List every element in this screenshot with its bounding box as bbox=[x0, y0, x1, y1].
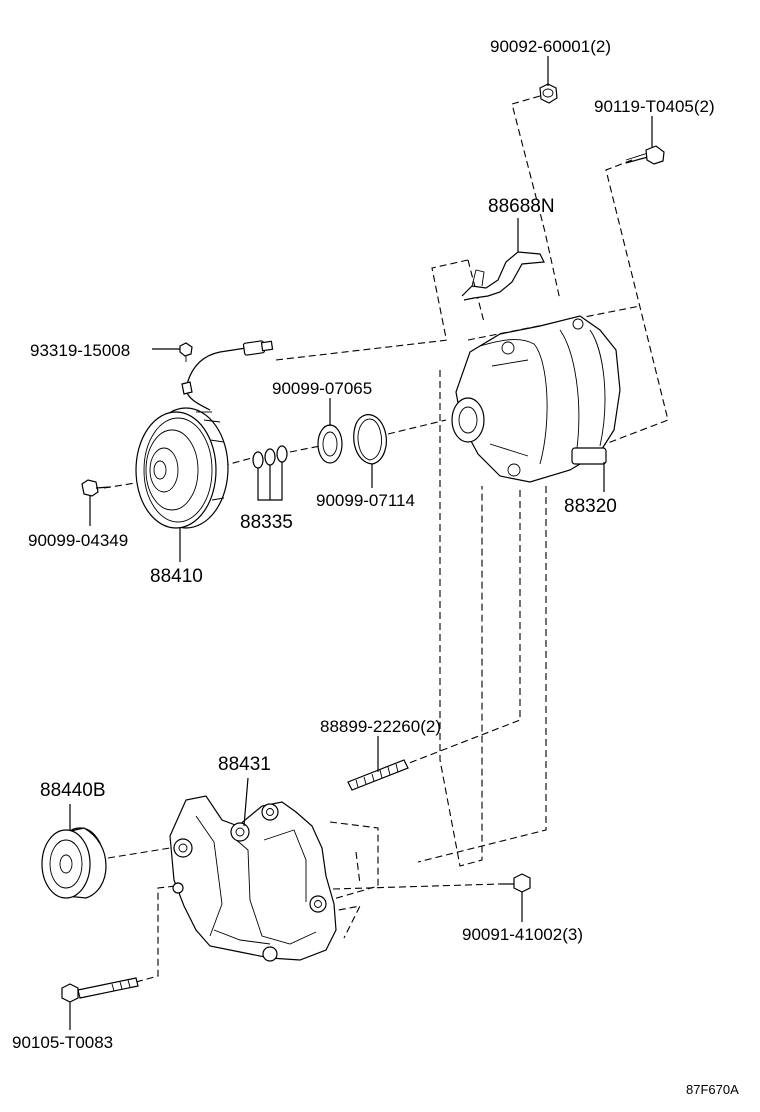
shims-88335 bbox=[252, 445, 288, 469]
label-90105-T0083: 90105-T0083 bbox=[12, 1033, 113, 1052]
label-90092-60001: 90092-60001(2) bbox=[490, 37, 611, 56]
bolt-90099-04349 bbox=[81, 479, 111, 497]
assembly-dashed-lines bbox=[103, 95, 669, 983]
label-90119-T0405: 90119-T0405(2) bbox=[594, 97, 715, 116]
mounting-bracket-88431 bbox=[169, 795, 337, 962]
label-88320: 88320 bbox=[564, 496, 617, 517]
clutch-pulley-88410 bbox=[135, 407, 229, 529]
label-90099-07114: 90099-07114 bbox=[316, 491, 415, 510]
sensor-wire bbox=[181, 340, 274, 411]
bracket-88688N bbox=[461, 251, 545, 301]
bolt-90105 bbox=[61, 977, 139, 1003]
label-93319-15008: 93319-15008 bbox=[30, 341, 130, 360]
screw-93319 bbox=[179, 342, 193, 362]
label-88440B: 88440B bbox=[40, 780, 106, 801]
nut-90092 bbox=[539, 83, 558, 104]
label-88688N: 88688N bbox=[488, 196, 555, 217]
bolt-90091 bbox=[500, 873, 531, 893]
label-88899-22260: 88899-22260(2) bbox=[320, 717, 441, 736]
label-90091-41002: 90091-41002(3) bbox=[462, 925, 583, 944]
idler-pulley-88440B bbox=[41, 827, 107, 899]
retaining-ring-90099-07114 bbox=[353, 414, 387, 465]
compressor-88320 bbox=[451, 315, 621, 483]
label-90099-07065: 90099-07065 bbox=[272, 379, 372, 398]
label-88431: 88431 bbox=[218, 754, 271, 775]
leader-lines bbox=[69, 56, 653, 1030]
label-90099-04349: 90099-04349 bbox=[28, 531, 128, 550]
part-number-labels: 90092-60001(2) 90119-T0405(2) 88688N 933… bbox=[12, 37, 739, 1097]
stud-88899 bbox=[347, 759, 409, 791]
diagram-reference-code: 87F670A bbox=[686, 1082, 739, 1097]
label-88410: 88410 bbox=[150, 566, 203, 587]
label-88335: 88335 bbox=[240, 512, 293, 533]
snap-ring-90099-07065 bbox=[317, 424, 343, 464]
bolt-90119 bbox=[625, 145, 665, 165]
